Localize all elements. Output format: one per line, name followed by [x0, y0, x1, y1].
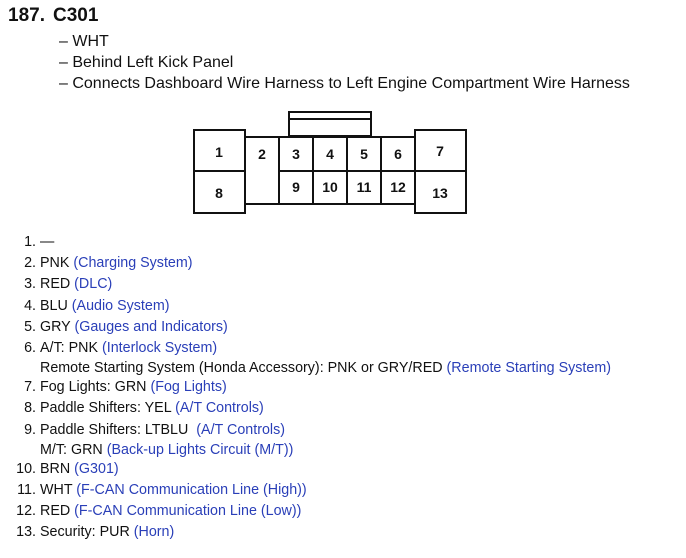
pin-number: 6.: [24, 339, 36, 356]
system-link[interactable]: (Gauges and Indicators): [74, 318, 228, 335]
pin-wire: BLU: [40, 297, 72, 314]
pin-number: 4.: [24, 297, 36, 314]
system-link[interactable]: (DLC): [74, 276, 113, 293]
pin-cell-6: [380, 136, 416, 172]
pin-label-6: 6: [394, 146, 402, 162]
pin-label-12: 12: [390, 179, 406, 195]
pin-label-3: 3: [292, 146, 300, 162]
pin-number: 7.: [24, 379, 36, 396]
pin-wire: Fog Lights: GRN: [40, 379, 151, 396]
pin-number: 8.: [24, 400, 36, 417]
pin-wire: RED: [40, 503, 75, 520]
pin-wire: A/T: PNK: [40, 339, 102, 356]
pin-label-10: 10: [322, 179, 338, 195]
pin-number: 12.: [16, 503, 36, 520]
pin-label-1: 1: [215, 144, 223, 160]
pin-cell-13: [414, 170, 467, 214]
pin-wire: Remote Starting System (Honda Accessory)…: [40, 360, 447, 377]
detail-connects: – Connects Dashboard Wire Harness to Lef…: [59, 75, 630, 92]
system-link[interactable]: (Horn): [133, 524, 175, 541]
connector-diagram: 1 2 3 4 5 6 7 8 9 10 11 12 13: [193, 111, 467, 214]
detail-location: – Behind Left Kick Panel: [59, 54, 234, 71]
system-link[interactable]: (G301): [74, 460, 119, 477]
system-link[interactable]: (A/T Controls): [196, 421, 285, 438]
pin-wire: RED: [40, 276, 75, 293]
pin-wire: Security: PUR: [40, 524, 134, 541]
pin-number: 13.: [16, 524, 36, 541]
pin-wire: M/T: GRN: [40, 441, 107, 458]
system-link[interactable]: (Remote Starting System): [446, 360, 612, 377]
pin-wire: —: [40, 234, 55, 250]
system-link[interactable]: (A/T Controls): [175, 400, 264, 417]
pin-number: 11.: [17, 481, 36, 498]
system-link[interactable]: (F-CAN Communication Line (High)): [76, 481, 307, 498]
system-link[interactable]: (Charging System): [73, 255, 193, 272]
system-link[interactable]: (Interlock System): [101, 339, 218, 356]
pin-wire: WHT: [40, 481, 77, 498]
connector-details: – WHT – Behind Left Kick Panel – Connect…: [59, 31, 630, 94]
pin-number: 9.: [24, 421, 36, 438]
connector-number: 187.: [8, 5, 45, 26]
pin-label-13: 13: [432, 185, 448, 201]
connector-header: 187. C301: [8, 5, 98, 27]
connector-latch: [288, 111, 372, 137]
pin-wire: Paddle Shifters: LTBLU: [40, 421, 197, 438]
system-link[interactable]: (Audio System): [71, 297, 170, 314]
pin-wire: BRN: [40, 460, 75, 477]
pin-wire: Paddle Shifters: YEL: [40, 400, 176, 417]
pin-number: 10.: [16, 460, 36, 477]
pin-number: 3.: [24, 276, 36, 293]
pin-label-2: 2: [258, 146, 266, 162]
pin-label-7: 7: [436, 143, 444, 159]
pin-cell-3: [278, 136, 314, 172]
pin-number: 2.: [24, 255, 36, 272]
pin-number: 5.: [24, 318, 36, 335]
detail-color: – WHT: [59, 33, 109, 50]
pin-cell-12: [380, 170, 416, 205]
system-link[interactable]: (Back-up Lights Circuit (M/T)): [106, 441, 294, 458]
pin-cell-8: [193, 170, 246, 214]
pin-number: 1.: [24, 234, 36, 250]
pin-cell-1: [193, 129, 246, 172]
system-link[interactable]: (F-CAN Communication Line (Low)): [74, 503, 302, 520]
pin-label-8: 8: [215, 185, 223, 201]
connector-code: C301: [52, 5, 99, 26]
pin-label-9: 9: [292, 179, 300, 195]
pin-wire: GRY: [40, 318, 75, 335]
pin-label-5: 5: [360, 146, 368, 162]
pin-label-4: 4: [326, 146, 334, 162]
pin-cell-7: [414, 129, 467, 172]
pin-label-11: 11: [357, 179, 372, 195]
pin-wire: PNK: [40, 255, 74, 272]
system-link[interactable]: (Fog Lights): [150, 379, 227, 396]
